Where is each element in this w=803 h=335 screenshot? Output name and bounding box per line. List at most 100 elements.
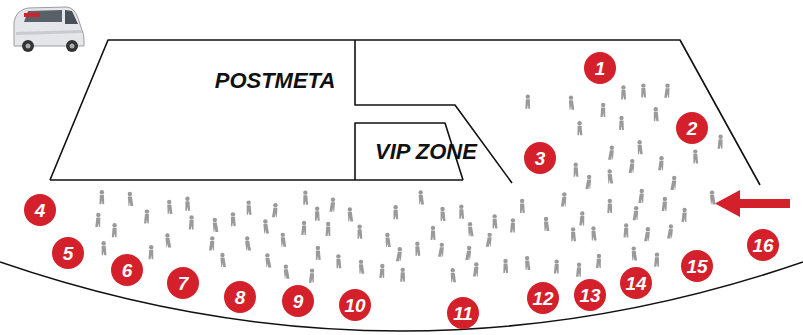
van-icon [14,7,84,52]
person-figure [315,207,320,221]
person-figure [561,192,567,206]
person-figure [503,259,508,273]
callout-number: 4 [24,194,56,226]
callout-label: 12 [532,289,553,308]
person-figure [574,163,579,177]
person-figure [654,107,659,121]
person-figure [272,203,278,217]
person-figure [710,190,716,204]
callout-number: 5 [52,237,84,269]
callout-number: 8 [224,281,256,313]
person-figure [718,135,723,149]
callout-number: 3 [524,142,556,174]
person-figure [329,198,335,212]
postmeta-area: POSTMETA VIP ZONE [50,40,463,180]
person-figure [576,263,581,277]
callout-number: 6 [111,254,143,286]
person-figure [451,268,456,282]
person-figure [167,200,172,214]
person-figure [385,233,391,247]
callout-number: 12 [527,282,559,314]
person-figure [693,149,698,163]
person-figure [431,226,436,240]
person-figure [492,214,497,228]
person-figure [473,262,479,276]
person-figure [418,190,424,204]
person-figure [670,176,676,190]
person-figure [664,83,669,97]
person-figure [525,94,530,108]
area-name: POSTMETA [215,68,336,94]
person-figure [619,116,624,130]
person-figure [95,213,100,227]
callout-label: 16 [752,236,773,255]
person-figure [99,190,104,204]
person-figure [309,268,314,282]
vip-outline [355,123,463,180]
callout-number: 13 [574,279,606,311]
crowd [95,83,723,282]
callout-label: 10 [344,296,365,315]
person-figure [348,207,354,221]
person-figure [400,268,405,282]
person-figure [585,175,591,189]
person-figure [357,224,362,238]
person-figure [284,264,290,278]
person-figure [326,222,331,236]
postmeta-edge [50,179,463,181]
person-figure [263,219,269,233]
person-figure [128,192,134,206]
person-figure [600,103,605,117]
callout-label: 13 [579,286,600,305]
person-figure [209,236,214,250]
person-figure [644,227,650,241]
vip-zone: VIP ZONE [355,123,455,180]
person-figure [608,169,614,183]
person-figure [486,233,492,247]
person-figure [633,206,639,220]
person-figure [336,254,341,268]
person-figure [608,146,614,160]
person-figure [682,208,687,222]
callout-label: 2 [687,119,698,138]
person-figure [231,212,236,226]
person-figure [632,246,638,260]
person-figure [440,207,445,221]
person-figure [465,246,471,260]
person-figure [520,199,525,213]
person-figure [459,205,464,219]
callout-label: 3 [535,149,546,168]
person-figure [525,256,530,270]
callout-label: 4 [35,201,46,220]
callout-label: 11 [453,304,473,323]
person-figure [148,245,153,259]
callout-number: 16 [747,229,779,261]
callout-number: 14 [620,267,652,299]
person-figure [245,236,251,250]
person-figure [396,247,402,261]
person-figure [667,224,673,238]
person-figure [544,217,549,231]
person-figure [624,223,629,237]
arrow [715,190,790,217]
person-figure [393,205,398,219]
person-figure [213,218,219,232]
callout-label: 8 [235,288,246,307]
person-figure [637,140,642,154]
callout-label: 5 [63,244,74,263]
person-figure [596,254,601,268]
callout-number: 9 [282,285,314,317]
callout-label: 15 [686,257,707,276]
person-figure [607,199,612,213]
person-figure [654,252,659,266]
zone-name: VIP ZONE [375,140,435,163]
callout-label: 9 [293,292,304,311]
person-figure [316,246,321,260]
person-figure [144,209,149,223]
callout-label: 7 [178,274,189,293]
person-figure [510,218,515,232]
callout-number: 15 [681,250,713,282]
callout-number: 2 [676,112,708,144]
area-divider [355,40,512,183]
person-figure [571,227,576,241]
